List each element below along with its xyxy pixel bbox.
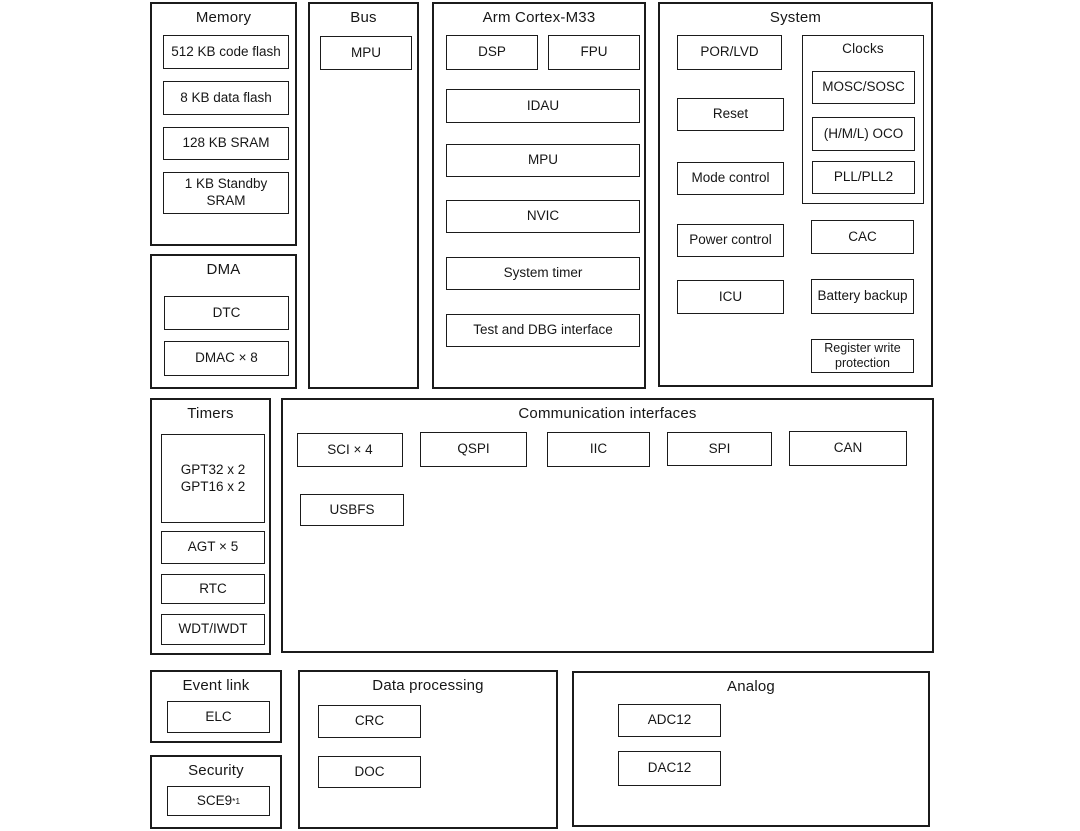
block-arm-mpu: MPU <box>446 144 640 177</box>
clocks-subpanel: Clocks MOSC/SOSC (H/M/L) OCO PLL/PLL2 <box>802 35 924 204</box>
block-cac: CAC <box>811 220 914 254</box>
analog-title: Analog <box>727 678 775 695</box>
bus-panel: Bus MPU <box>308 2 419 389</box>
block-test-dbg-interface: Test and DBG interface <box>446 314 640 347</box>
block-power-control: Power control <box>677 224 784 257</box>
block-oco: (H/M/L) OCO <box>812 117 915 151</box>
security-panel: Security SCE9*1 <box>150 755 282 829</box>
block-nvic: NVIC <box>446 200 640 233</box>
block-mode-control: Mode control <box>677 162 784 195</box>
sce9-label: SCE9 <box>196 792 233 808</box>
arm-cortex-panel: Arm Cortex-M33 DSP FPU IDAU MPU NVIC Sys… <box>432 2 646 389</box>
clocks-title: Clocks <box>842 41 884 56</box>
block-wdt-iwdt: WDT/IWDT <box>161 614 265 645</box>
analog-panel: Analog ADC12 DAC12 <box>572 671 930 827</box>
block-rtc: RTC <box>161 574 265 604</box>
communication-panel: Communication interfaces SCI × 4 QSPI II… <box>281 398 934 653</box>
block-iic: IIC <box>547 432 650 467</box>
block-doc: DOC <box>318 756 421 788</box>
block-pll: PLL/PLL2 <box>812 161 915 194</box>
block-icu: ICU <box>677 280 784 314</box>
memory-panel: Memory 512 KB code flash 8 KB data flash… <box>150 2 297 246</box>
event-link-title: Event link <box>182 677 250 694</box>
block-standby-sram: 1 KB Standby SRAM <box>163 172 289 214</box>
block-por-lvd: POR/LVD <box>677 35 782 70</box>
block-gpt: GPT32 x 2 GPT16 x 2 <box>161 434 265 523</box>
block-system-timer: System timer <box>446 257 640 290</box>
memory-title: Memory <box>195 9 252 26</box>
block-elc: ELC <box>167 701 270 733</box>
block-idau: IDAU <box>446 89 640 123</box>
timers-panel: Timers GPT32 x 2 GPT16 x 2 AGT × 5 RTC W… <box>150 398 271 655</box>
block-agt: AGT × 5 <box>161 531 265 564</box>
block-crc: CRC <box>318 705 421 738</box>
block-sram: 128 KB SRAM <box>163 127 289 160</box>
bus-title: Bus <box>350 9 377 26</box>
dma-panel: DMA DTC DMAC × 8 <box>150 254 297 389</box>
block-dsp: DSP <box>446 35 538 70</box>
block-usbfs: USBFS <box>300 494 404 526</box>
arm-cortex-title: Arm Cortex-M33 <box>482 9 596 26</box>
data-processing-title: Data processing <box>372 677 484 694</box>
system-title: System <box>769 9 822 26</box>
block-dtc: DTC <box>164 296 289 330</box>
block-reset: Reset <box>677 98 784 131</box>
block-adc12: ADC12 <box>618 704 721 737</box>
block-dac12: DAC12 <box>618 751 721 786</box>
dma-title: DMA <box>206 261 241 278</box>
block-register-write-protection: Register write protection <box>811 339 914 373</box>
block-can: CAN <box>789 431 907 466</box>
block-battery-backup: Battery backup <box>811 279 914 314</box>
block-code-flash: 512 KB code flash <box>163 35 289 69</box>
event-link-panel: Event link ELC <box>150 670 282 743</box>
block-sce9: SCE9*1 <box>167 786 270 816</box>
block-spi: SPI <box>667 432 772 466</box>
communication-title: Communication interfaces <box>518 405 697 422</box>
block-fpu: FPU <box>548 35 640 70</box>
block-data-flash: 8 KB data flash <box>163 81 289 115</box>
block-qspi: QSPI <box>420 432 527 467</box>
system-panel: System POR/LVD Reset Mode control Power … <box>658 2 933 387</box>
block-bus-mpu: MPU <box>320 36 412 70</box>
security-title: Security <box>188 762 244 779</box>
block-mosc-sosc: MOSC/SOSC <box>812 71 915 104</box>
data-processing-panel: Data processing CRC DOC <box>298 670 558 829</box>
block-dmac: DMAC × 8 <box>164 341 289 376</box>
block-sci: SCI × 4 <box>297 433 403 467</box>
timers-title: Timers <box>187 405 234 422</box>
